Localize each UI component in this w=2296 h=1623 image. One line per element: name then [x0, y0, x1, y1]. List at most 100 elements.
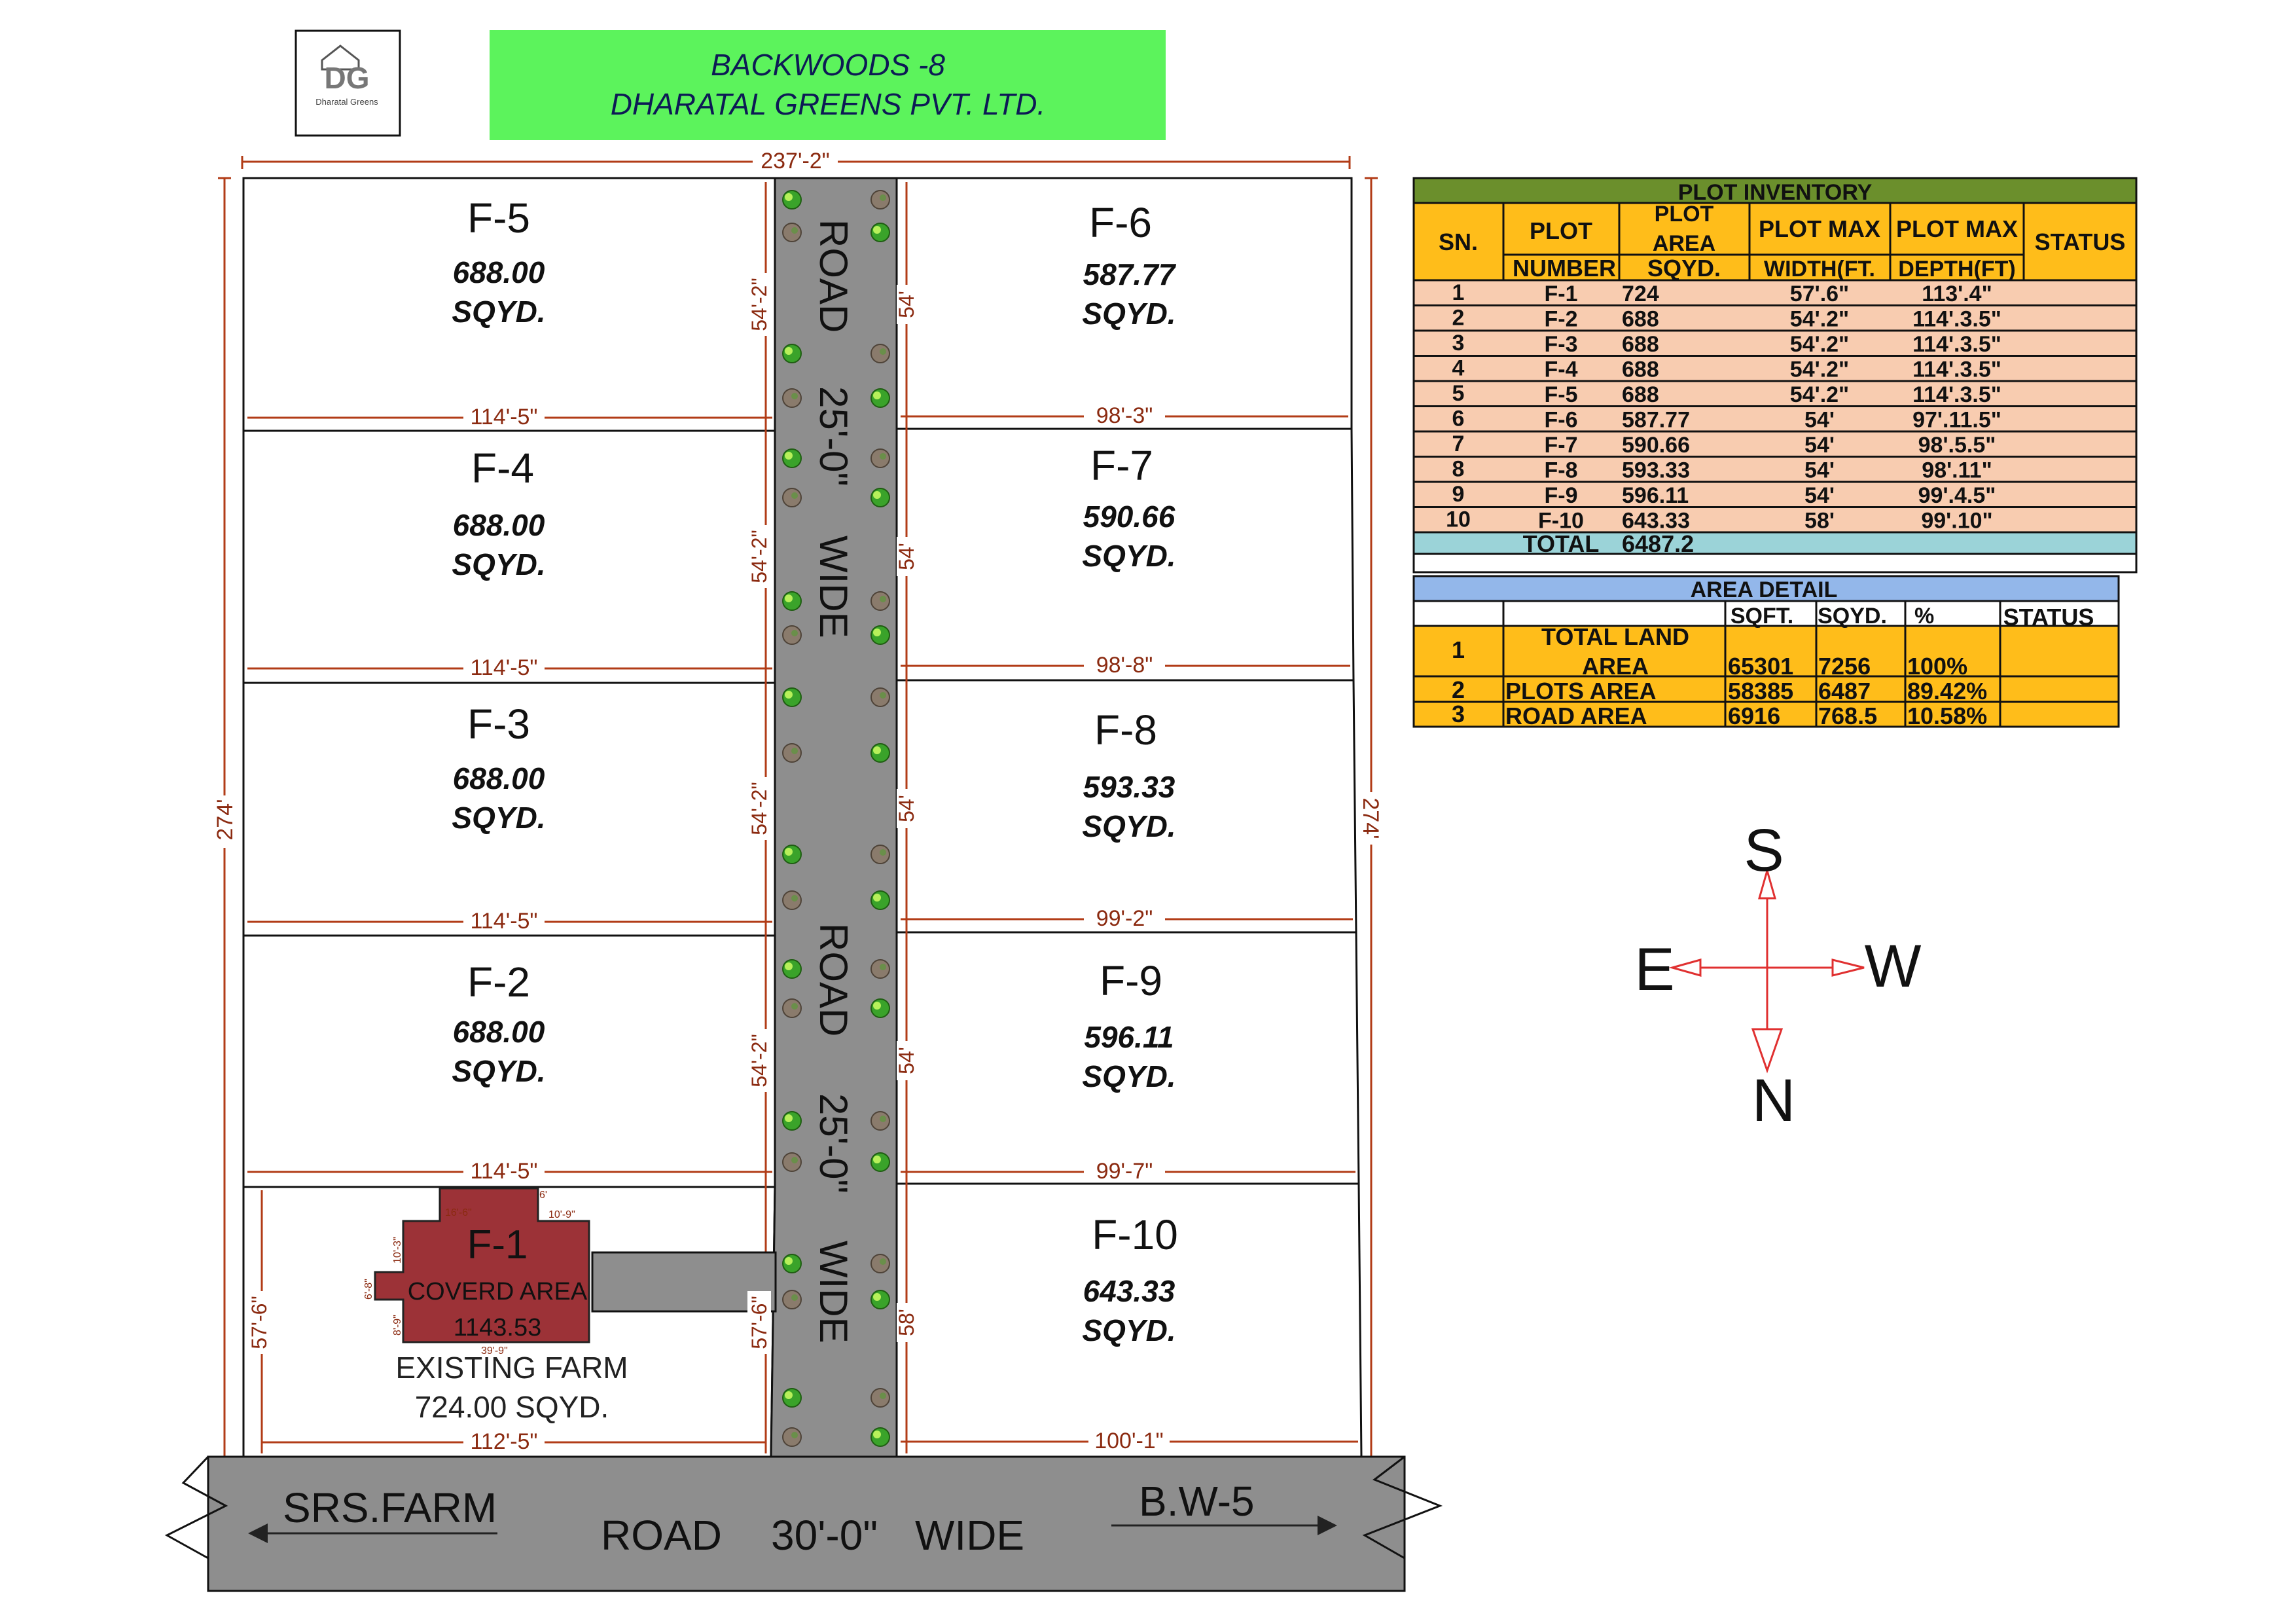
plot-area: 593.33: [1083, 770, 1175, 804]
header-sn: SN.: [1439, 228, 1478, 255]
plot-area: 596.11: [1084, 1020, 1174, 1054]
main-road-right-label: B.W-5: [1139, 1478, 1255, 1525]
dimension-right-height: 274': [1358, 797, 1383, 839]
tree-icon: [870, 845, 890, 864]
existing-farm-area: 724.00 SQYD.: [415, 1390, 609, 1424]
dimension-label: 100'-1": [1094, 1429, 1164, 1453]
tree-icon: [870, 190, 890, 210]
cell-depth: 114'.3.5": [1912, 332, 2001, 357]
area-row-1-sqyd: 7256: [1818, 653, 1871, 680]
area-row-3-sqft: 6916: [1728, 702, 1780, 729]
header-percent: %: [1914, 604, 1934, 629]
area-row-1-label: TOTAL LAND: [1541, 623, 1689, 650]
title-banner: BACKWOODS -8 DHARATAL GREENS PVT. LTD.: [490, 30, 1166, 140]
cell-width: 54'.2": [1790, 382, 1849, 407]
header-area-2: AREA: [1653, 231, 1715, 256]
dimension-label: 57'-6": [747, 1296, 771, 1349]
header-plot-number: NUMBER: [1513, 255, 1616, 282]
tree-icon: [782, 743, 802, 763]
cell-width: 54'.2": [1790, 332, 1849, 357]
covered-dim: 6': [539, 1190, 547, 1201]
plot-id: F-4: [471, 445, 534, 492]
dimension-label: 99'-2": [1096, 906, 1153, 931]
plot-id: F-3: [467, 701, 530, 748]
covered-area-value: 1143.53: [454, 1314, 542, 1341]
cell-width: 54': [1804, 458, 1835, 483]
road-label-lower-1: ROAD: [812, 923, 855, 1036]
tree-icon: [870, 890, 890, 910]
logo-name: Dharatal Greens: [315, 97, 378, 107]
cell-area: 688: [1622, 382, 1659, 407]
plot-id: F-7: [1090, 442, 1153, 489]
covered-dim: 39'-9": [481, 1345, 508, 1357]
cell-plot: F-5: [1545, 382, 1578, 407]
cell-area: 590.66: [1622, 433, 1690, 458]
cell-area: 688: [1622, 332, 1659, 357]
tree-icon: [870, 388, 890, 408]
cell-depth: 114'.3.5": [1912, 357, 2001, 382]
cell-plot: F-8: [1545, 458, 1578, 483]
cell-depth: 114'.3.5": [1912, 307, 2001, 332]
header-depth-unit: DEPTH(FT): [1898, 257, 2015, 282]
tree-icon: [782, 1254, 802, 1273]
compass: S E W N: [1634, 817, 1921, 1134]
header-sqft: SQFT.: [1731, 604, 1793, 629]
header-depth: PLOT MAX: [1896, 215, 2018, 242]
tree-icon: [782, 959, 802, 979]
plot-f6: F-6 587.77 SQYD.: [1082, 199, 1176, 331]
area-row-1-pct: 100%: [1907, 653, 1967, 680]
tree-icon: [870, 448, 890, 468]
driveway: [591, 1251, 777, 1313]
total-value: 6487.2: [1622, 530, 1694, 557]
cell-width: 54'.2": [1790, 307, 1849, 332]
dimension-label: 58': [895, 1309, 918, 1336]
area-row-2-sqyd: 6487: [1818, 678, 1871, 704]
dimension-label: 54'-2": [747, 530, 771, 583]
main-road-width: 30'-0": [771, 1512, 878, 1559]
cell-area: 724: [1622, 282, 1659, 306]
header-area-1: PLOT: [1655, 202, 1714, 227]
cell-area: 596.11: [1622, 483, 1689, 508]
covered-area-shape: [374, 1187, 590, 1343]
compass-bottom-label: N: [1752, 1067, 1795, 1134]
area-row-2-sn: 2: [1452, 676, 1465, 703]
plot-unit: SQYD.: [452, 295, 545, 329]
tree-icon: [782, 388, 802, 408]
compass-top-label: S: [1744, 817, 1784, 884]
dimension-label: 54': [895, 1047, 918, 1074]
road-label-upper-1: ROAD: [812, 219, 855, 333]
plot-id: F-6: [1089, 199, 1152, 246]
cell-plot: F-1: [1545, 282, 1578, 306]
header-sqyd: SQYD.: [1818, 604, 1887, 629]
tree-icon: [870, 1152, 890, 1172]
area-row-3-label: ROAD AREA: [1505, 702, 1647, 729]
tree-icon: [870, 344, 890, 363]
road-label-upper-2: 25'-0": [812, 386, 855, 486]
plot-id: F-1: [467, 1222, 528, 1267]
tree-icon: [870, 1111, 890, 1131]
tree-icon: [870, 1388, 890, 1408]
logo-box: DG Dharatal Greens: [295, 29, 401, 137]
cell-width: 54'.2": [1790, 357, 1849, 382]
area-detail-table: AREA DETAIL SQFT. SQYD. % STATUS 1 TOTAL…: [1412, 575, 2120, 729]
area-row-2-pct: 89.42%: [1907, 678, 1987, 704]
covered-dim: 10'-3": [392, 1237, 403, 1264]
arrow-right-icon: [1831, 958, 1865, 977]
dimension-label: 54'-2": [747, 278, 771, 331]
logo-mark: DG: [325, 61, 370, 95]
dimension-label: 114'-5": [471, 405, 538, 429]
plot-area: 688.00: [453, 508, 545, 542]
plot-unit: SQYD.: [1082, 809, 1175, 843]
dimension-top-width: 237'-2": [761, 149, 830, 173]
cell-depth: 98'.11": [1922, 458, 1992, 483]
cell-sn: 6: [1452, 407, 1465, 431]
dimension-labels: 114'-5"114'-5"114'-5"114'-5"112'-5"98'-3…: [247, 273, 1170, 1454]
tree-icon: [870, 687, 890, 707]
tree-icon: [870, 1427, 890, 1447]
cell-area: 688: [1622, 307, 1659, 332]
main-road-left-label: SRS.FARM: [283, 1484, 497, 1531]
